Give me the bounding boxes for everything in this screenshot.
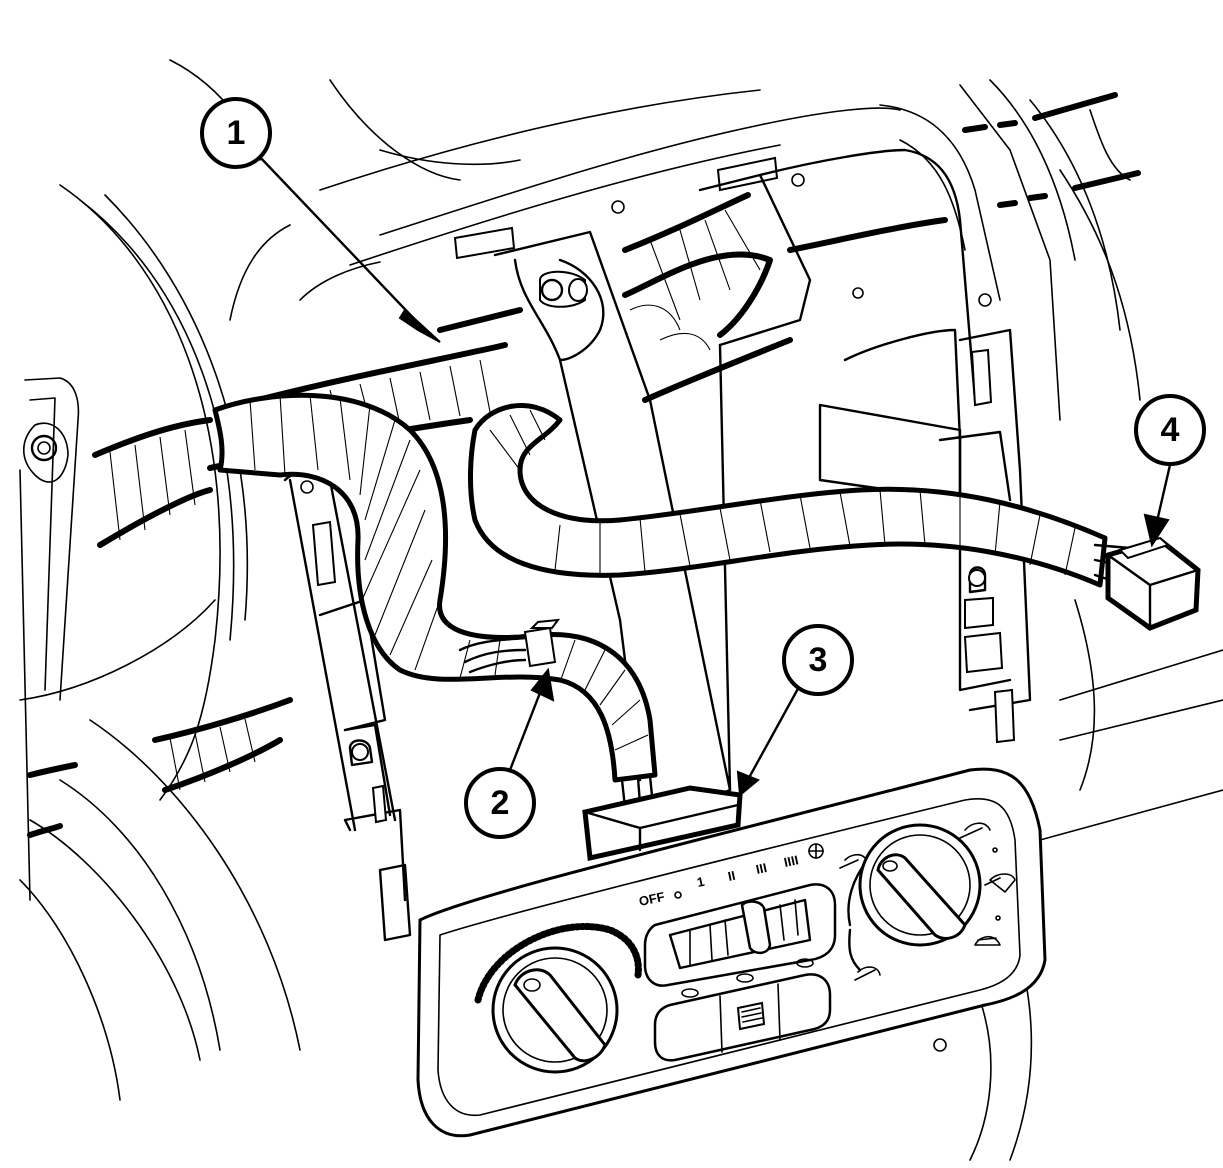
dashboard-structure [19,59,1223,1161]
mode-knob [839,822,1016,981]
callout-leaders [256,153,1172,797]
callout-4-label: 4 [1161,411,1180,449]
fan-speed-1-label: 1 [696,874,706,890]
callout-3-label: 3 [809,641,828,679]
bilevel-mode-icon [959,822,991,839]
callout-2: 2 [464,767,536,839]
floor-vent-icon [854,966,881,981]
callout-1-label: 1 [227,114,246,152]
defrost-mode-icon [974,935,1001,946]
temperature-knob [474,923,642,1074]
callout-2-label: 2 [491,784,510,822]
callout-3: 3 [782,624,854,696]
fan-speed-2-label: II [727,868,737,884]
fan-speed-3-label: III [755,860,769,877]
fan-speed-off-label: OFF [638,889,667,909]
fan-speed-4-label: IIII [783,852,800,870]
callout-4: 4 [1134,394,1206,466]
callout-1: 1 [200,97,272,169]
connector-3 [582,785,743,862]
hvac-control-panel: OFF 1 II III IIII [416,767,1047,1138]
floor-mode-icon [984,873,1016,893]
connector-4 [1105,536,1201,631]
connector-2 [458,618,561,674]
vent-mode-icon [839,853,866,869]
wiring-harness-main [212,392,1132,837]
rear-defrost-icon [736,1001,766,1031]
center-bezel-frame [283,148,1032,942]
mounting-stud [539,270,588,308]
